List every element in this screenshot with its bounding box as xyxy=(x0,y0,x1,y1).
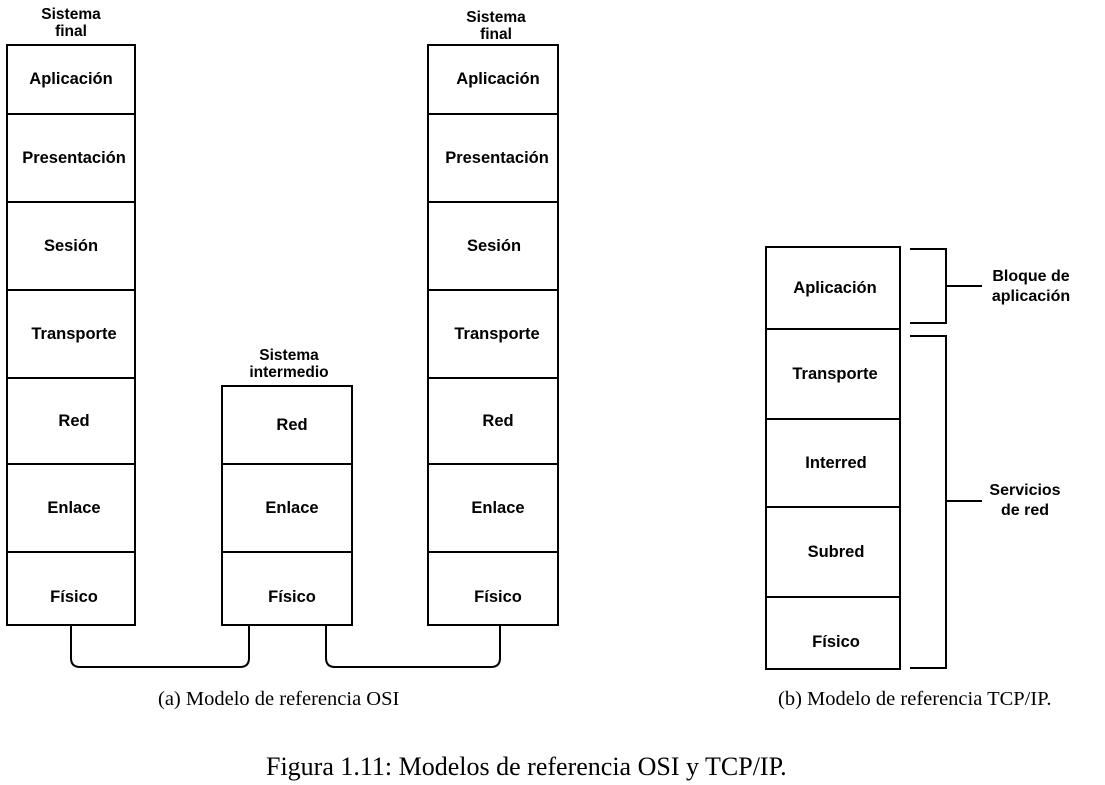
intermediate-stack-border xyxy=(221,385,353,626)
layer-red: Red xyxy=(58,411,90,430)
layer-fisico: Físico xyxy=(474,587,522,606)
left-osi-stack: Aplicación Presentación Sesión Transport… xyxy=(7,45,135,625)
layer-red: Red xyxy=(276,415,308,434)
intermediate-system-label: Sistema intermedio xyxy=(237,347,341,381)
left-end-system-label-line2: final xyxy=(55,23,87,40)
layer-enlace: Enlace xyxy=(47,498,101,517)
link-intermediate-to-right xyxy=(325,625,501,668)
intermediate-osi-stack: Red Enlace Físico xyxy=(222,386,362,625)
layer-presentacion: Presentación xyxy=(22,148,126,167)
right-end-system-label-line2: final xyxy=(480,26,512,43)
layer-enlace: Enlace xyxy=(471,498,525,517)
intermediate-system-label-line1: Sistema xyxy=(259,347,319,364)
layer-aplicacion: Aplicación xyxy=(29,70,113,88)
osi-caption: (a) Modelo de referencia OSI xyxy=(158,688,400,710)
tcpip-caption: (b) Modelo de referencia TCP/IP. xyxy=(778,688,1052,710)
layer-interred: Interred xyxy=(805,453,867,472)
layer-fisico: Físico xyxy=(812,632,860,651)
right-stack-border xyxy=(427,44,559,626)
figure-caption: Figura 1.11: Modelos de referencia OSI y… xyxy=(266,752,787,781)
layer-transporte: Transporte xyxy=(792,364,878,383)
layer-fisico: Físico xyxy=(268,587,316,606)
right-osi-stack: Aplicación Presentación Sesión Transport… xyxy=(428,45,566,625)
network-services-label-line1: Servicios xyxy=(989,482,1061,499)
layer-sesion: Sesión xyxy=(43,236,99,255)
layer-aplicacion: Aplicación xyxy=(793,278,877,297)
link-left-to-intermediate xyxy=(70,625,250,668)
intermediate-system-label-line2: intermedio xyxy=(249,364,329,381)
tcpip-stack: Aplicación Transporte Interred Subred Fí… xyxy=(766,247,906,669)
layer-aplicacion: Aplicación xyxy=(456,70,540,88)
left-end-system-label-line1: Sistema xyxy=(41,6,101,23)
brace-network-services xyxy=(910,335,947,669)
application-block-label-line1: Bloque de xyxy=(992,268,1070,285)
left-end-system-label: Sistema final xyxy=(21,6,121,40)
layer-red: Red xyxy=(482,411,514,430)
application-block-label: Bloque de aplicación xyxy=(980,267,1082,307)
layer-presentacion: Presentación xyxy=(445,148,549,167)
network-services-label-line2: de red xyxy=(1000,502,1049,519)
layer-transporte: Transporte xyxy=(31,324,117,343)
network-services-label: Servicios de red xyxy=(980,481,1070,521)
layer-enlace: Enlace xyxy=(265,498,319,517)
layer-sesion: Sesión xyxy=(466,236,522,255)
right-end-system-label-line1: Sistema xyxy=(466,9,526,26)
application-block-label-line2: aplicación xyxy=(991,288,1071,305)
layer-fisico: Físico xyxy=(50,587,98,606)
tcpip-stack-border xyxy=(765,246,901,670)
layer-transporte: Transporte xyxy=(454,324,540,343)
layer-subred: Subred xyxy=(807,542,865,561)
right-end-system-label: Sistema final xyxy=(446,9,546,43)
brace-application-block xyxy=(910,248,947,324)
